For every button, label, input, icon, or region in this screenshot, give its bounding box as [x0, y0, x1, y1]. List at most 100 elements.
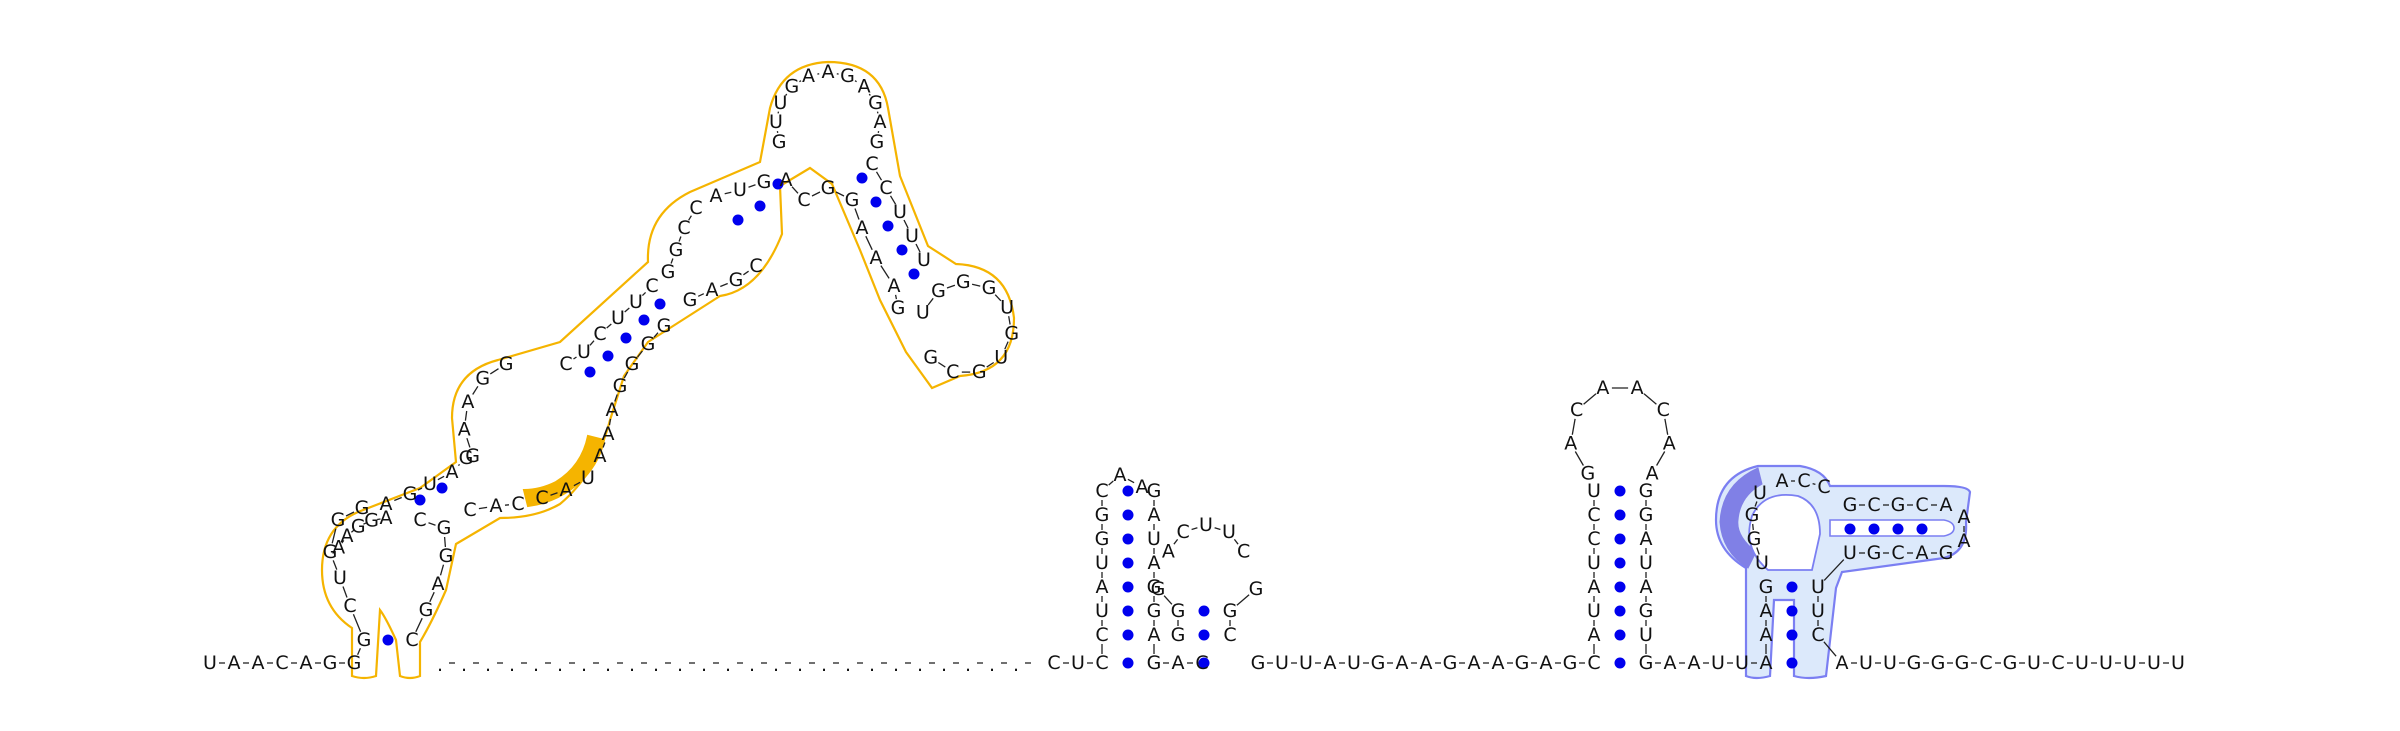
nucleotide-g: G	[1147, 600, 1162, 622]
nucleotide-a: A	[1646, 462, 1659, 484]
base-pair-dot	[1122, 581, 1134, 593]
nucleotide-g: G	[1581, 462, 1596, 484]
nucleotide-a: A	[1596, 377, 1609, 399]
base-pair-dot	[382, 634, 394, 646]
base-pair-dot	[882, 220, 894, 232]
gap-marker: .	[845, 654, 851, 676]
backbone-bond	[331, 528, 337, 544]
nucleotide-a: A	[858, 76, 871, 98]
backbone-bond	[472, 385, 479, 395]
nucleotide-a: A	[606, 399, 619, 421]
nucleotide-a: A	[1114, 464, 1127, 486]
nucleotide-c: C	[1176, 521, 1189, 543]
nucleotide-u: U	[905, 225, 919, 247]
nucleotide-c: C	[593, 323, 606, 345]
gap-marker: .	[917, 654, 923, 676]
nucleotide-g: G	[1147, 576, 1162, 598]
nucleotide-c: C	[413, 509, 426, 531]
backbone-bond	[1754, 501, 1758, 507]
nucleotide-g: G	[1745, 504, 1760, 526]
gap-marker: .	[797, 654, 803, 676]
nucleotide-u: U	[1222, 521, 1236, 543]
nucleotide-u: U	[1639, 552, 1653, 574]
base-pair-dot	[1122, 509, 1134, 521]
backbone-bond	[1571, 418, 1576, 435]
nucleotide-g: G	[1151, 578, 1166, 600]
gap-marker: .	[725, 654, 731, 676]
nucleotide-u: U	[1071, 652, 1085, 674]
base-pair-dot	[1786, 657, 1798, 669]
nucleotide-u: U	[1299, 652, 1313, 674]
gap-marker: .	[533, 654, 539, 676]
gap-marker: .	[773, 654, 779, 676]
backbone-bond	[478, 506, 488, 510]
nucleotide-a: A	[380, 493, 393, 515]
nucleotide-c: C	[535, 487, 548, 509]
base-pair-dot	[1614, 605, 1626, 617]
backbone-bond	[1127, 478, 1135, 484]
nucleotide-a: A	[1148, 624, 1161, 646]
base-pair-dot	[772, 178, 784, 190]
nucleotide-c: C	[1657, 399, 1670, 421]
base-pair-dot	[1198, 605, 1210, 617]
base-pair-dot	[732, 214, 744, 226]
nucleotide-a: A	[780, 169, 793, 191]
nucleotide-g: G	[1639, 480, 1654, 502]
nucleotide-u: U	[1587, 480, 1601, 502]
gap-marker: .	[941, 654, 947, 676]
nucleotide-a: A	[1664, 652, 1677, 674]
nucleotide-g: G	[956, 271, 971, 293]
gap-marker: .	[1013, 654, 1019, 676]
nucleotide-a: A	[1958, 506, 1971, 528]
backbone-bond	[352, 614, 362, 632]
base-pair-dot	[1786, 581, 1798, 593]
nucleotide-g: G	[459, 447, 474, 469]
backbone-bond	[743, 270, 749, 276]
nucleotide-a: A	[341, 525, 354, 547]
nucleotide-u: U	[893, 201, 907, 223]
nucleotide-a: A	[1663, 433, 1676, 455]
nucleotide-g: G	[1171, 600, 1186, 622]
nucleotide-g: G	[437, 517, 452, 539]
nucleotide-a: A	[1468, 652, 1481, 674]
backbone-bond	[550, 492, 558, 496]
nucleotide-c: C	[749, 255, 762, 277]
nucleotide-a: A	[252, 652, 265, 674]
nucleotide-a: A	[432, 573, 445, 595]
base-pair-dot	[638, 314, 650, 326]
backbone-bond	[363, 522, 367, 525]
nucleotide-g: G	[1891, 494, 1906, 516]
nucleotide-g: G	[1004, 322, 1019, 344]
nucleotide-g: G	[625, 353, 640, 375]
nucleotide-u: U	[629, 291, 643, 313]
base-pair-dot	[414, 494, 426, 506]
nucleotide-g: G	[1095, 504, 1110, 526]
nucleotide-u: U	[1347, 652, 1361, 674]
nucleotide-g: G	[499, 353, 514, 375]
base-pair-dot	[1868, 523, 1880, 535]
backbone-bond	[799, 80, 802, 83]
nucleotide-g: G	[1371, 652, 1386, 674]
base-pair-dot	[436, 482, 448, 494]
base-pair-dot	[1614, 581, 1626, 593]
gap-marker: .	[653, 654, 659, 676]
nucleotide-a: A	[300, 652, 313, 674]
backbone-bond	[457, 463, 461, 467]
nucleotide-a: A	[1640, 576, 1653, 598]
nucleotide-g: G	[729, 269, 744, 291]
base-pair-dot	[896, 244, 908, 256]
nucleotide-a: A	[1688, 652, 1701, 674]
nucleotide-g: G	[475, 368, 490, 390]
backbone-bond	[415, 617, 423, 633]
nucleotide-u: U	[916, 301, 930, 323]
nucleotide-c: C	[1811, 624, 1824, 646]
nucleotide-u: U	[1755, 552, 1769, 574]
nucleotide-c: C	[865, 153, 878, 175]
base-pair-dot	[754, 200, 766, 212]
nucleotide-g: G	[1759, 576, 1774, 598]
nucleotide-a: A	[1588, 624, 1601, 646]
nucleotide-g: G	[465, 445, 480, 467]
nucleotide-a: A	[560, 479, 573, 501]
nucleotide-c: C	[1195, 652, 1208, 674]
gap-marker: .	[989, 654, 995, 676]
